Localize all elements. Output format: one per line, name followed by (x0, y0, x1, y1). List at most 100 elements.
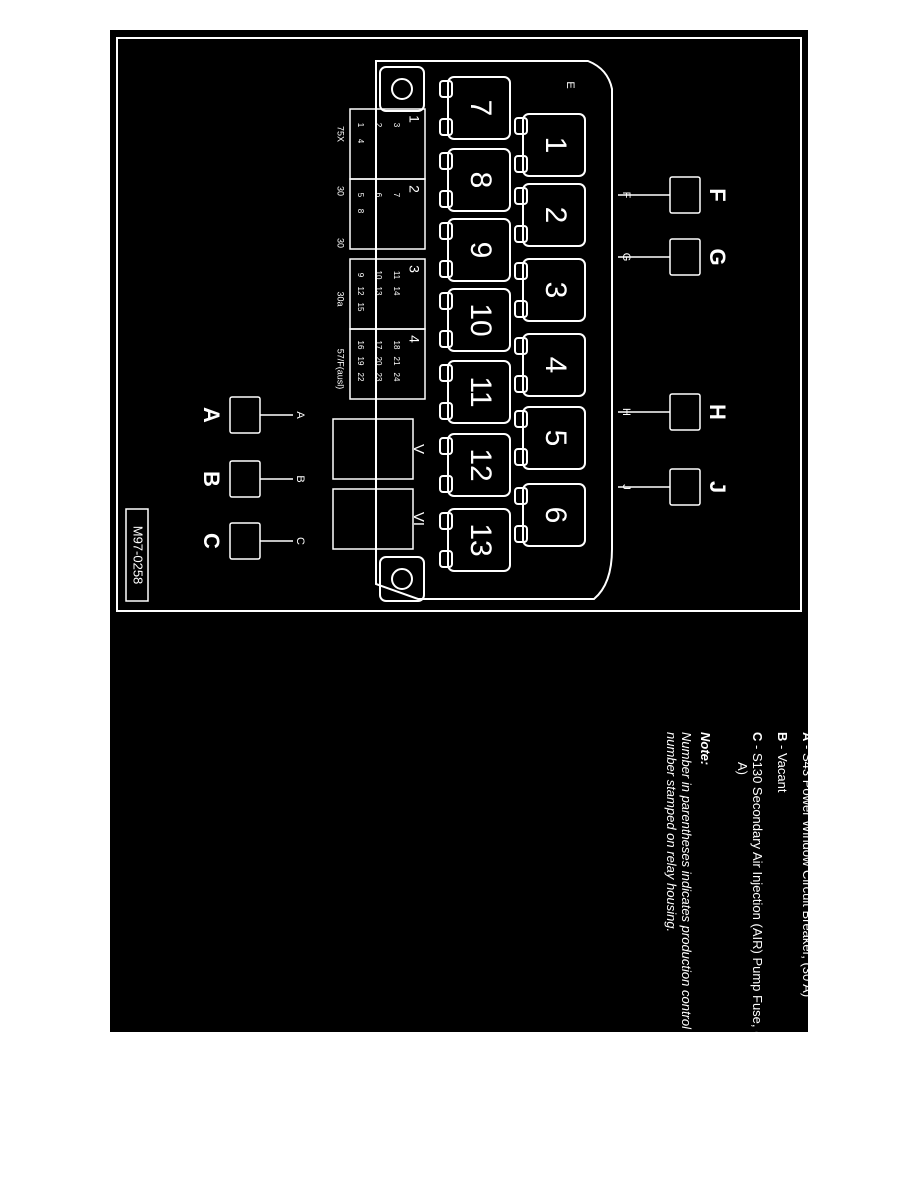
fuse-desc: S130 Secondary Air Injection (AIR) Pump … (735, 752, 765, 1050)
relay-tab (514, 155, 528, 173)
relay-block-label: 1 (406, 115, 422, 123)
relay-pin-label: 7 (392, 193, 401, 198)
relay-tab (439, 364, 453, 382)
relay-pin-label: 18 (392, 341, 401, 350)
relay-pin-label: 1 (356, 123, 365, 128)
connector-label-B: B (199, 471, 224, 487)
connector-J (618, 468, 701, 506)
relay-tab (439, 260, 453, 278)
connector-label-C: C (199, 533, 224, 549)
relay-pin-label: 15 (356, 303, 365, 312)
relay-tab (439, 190, 453, 208)
relay-pin-label: 24 (392, 373, 401, 382)
relay-number-label: 1 (539, 137, 572, 154)
relay-block-label: 4 (406, 335, 422, 343)
relay-pin-label: 12 (356, 287, 365, 296)
relay-tab (514, 117, 528, 135)
relay-number-label: 4 (539, 357, 572, 374)
fuse-slot-VI (332, 488, 414, 550)
terminal-label: 30 (336, 186, 346, 196)
relay-number-label: 13 (464, 523, 497, 556)
relay-12 (447, 433, 511, 497)
connector-label-G: G (705, 248, 730, 265)
relay-number-label: 6 (539, 507, 572, 524)
relay-tab (514, 448, 528, 466)
terminal-label: 30 (336, 238, 346, 248)
relay-pin-label: 8 (356, 209, 365, 214)
relay-block-label: 2 (406, 185, 422, 193)
connector-small-label-F: F (620, 192, 632, 199)
relay-tab (514, 262, 528, 280)
connector-C (229, 522, 293, 560)
relay-number-label: 5 (539, 430, 572, 447)
relay-tab (439, 118, 453, 136)
relay-number-label: 8 (464, 172, 497, 189)
connector-small-label-C: C (294, 537, 306, 545)
relay-pin-label: 2 (374, 123, 383, 128)
relay-8 (447, 148, 511, 212)
relay-13 (447, 508, 511, 572)
connector-small-label-A: A (294, 411, 306, 419)
relay-tab (514, 525, 528, 543)
relay-pin-label: 5 (356, 193, 365, 198)
fuse-slot-label: V (410, 444, 427, 454)
relay-10 (447, 288, 511, 352)
mount-bottom (379, 556, 425, 602)
relay-tab (514, 487, 528, 505)
relay-pin-label: 16 (356, 341, 365, 350)
fuse-letter: A (800, 732, 815, 742)
mount-top (379, 66, 425, 112)
relay-4 (522, 333, 586, 397)
relay-block-4 (349, 328, 426, 400)
relay-tab (439, 292, 453, 310)
fuses-subheading: Fuses on relay panel: (825, 732, 840, 865)
relay-number-label: 12 (464, 448, 497, 481)
relay-number-label: 10 (464, 303, 497, 336)
connector-small-label-B: B (294, 475, 306, 482)
relay-tab (439, 437, 453, 455)
relay-pin-label: 21 (392, 357, 401, 366)
relay-number-label: 11 (464, 376, 497, 407)
fuse-desc: Vacant (775, 752, 790, 793)
relay-tab (514, 300, 528, 318)
panel-outline (375, 60, 613, 600)
fuse-item-b: B - Vacant (775, 732, 790, 793)
relay-6 (522, 483, 586, 547)
relay-3 (522, 258, 586, 322)
relay-block-2 (349, 178, 426, 250)
relay-tab (439, 330, 453, 348)
relay-pin-label: 10 (374, 271, 383, 280)
fuse-item-a: A - S43 Power Window Circuit Breaker, (3… (800, 732, 815, 998)
relay-pin-label: 13 (374, 287, 383, 296)
connector-small-label-H: H (620, 408, 632, 416)
relay-pin-label: 6 (374, 193, 383, 198)
connector-label-H: H (705, 404, 730, 420)
fuse-desc: S43 Power Window Circuit Breaker, (30 A) (800, 752, 815, 998)
legend-text: Relay and fuse arrangements on relay pan… (220, 707, 918, 1050)
connector-H (618, 393, 701, 431)
relay-tab (514, 225, 528, 243)
relay-7 (447, 76, 511, 140)
fuse-letter: B (775, 732, 790, 742)
relay-pin-label: 11 (392, 271, 401, 280)
figure-code-box (125, 508, 149, 602)
relay-tab (439, 475, 453, 493)
relay-number-label: 9 (464, 242, 497, 259)
relay-number-label: 3 (539, 282, 572, 299)
relay-block-label: 3 (406, 265, 422, 273)
connector-B (229, 460, 293, 498)
relay-11 (447, 360, 511, 424)
connector-small-label-J: J (620, 484, 632, 490)
relay-pin-label: 4 (356, 139, 365, 144)
connector-label-J: J (705, 481, 730, 493)
figure-code: M97-0258 (131, 526, 146, 585)
relay-tab (514, 187, 528, 205)
fuse-letter: C (750, 732, 765, 742)
relay-tab (439, 80, 453, 98)
connector-G (618, 238, 701, 276)
note-heading: Note: (698, 732, 713, 766)
relay-2 (522, 183, 586, 247)
connector-small-label-G: G (620, 253, 632, 262)
